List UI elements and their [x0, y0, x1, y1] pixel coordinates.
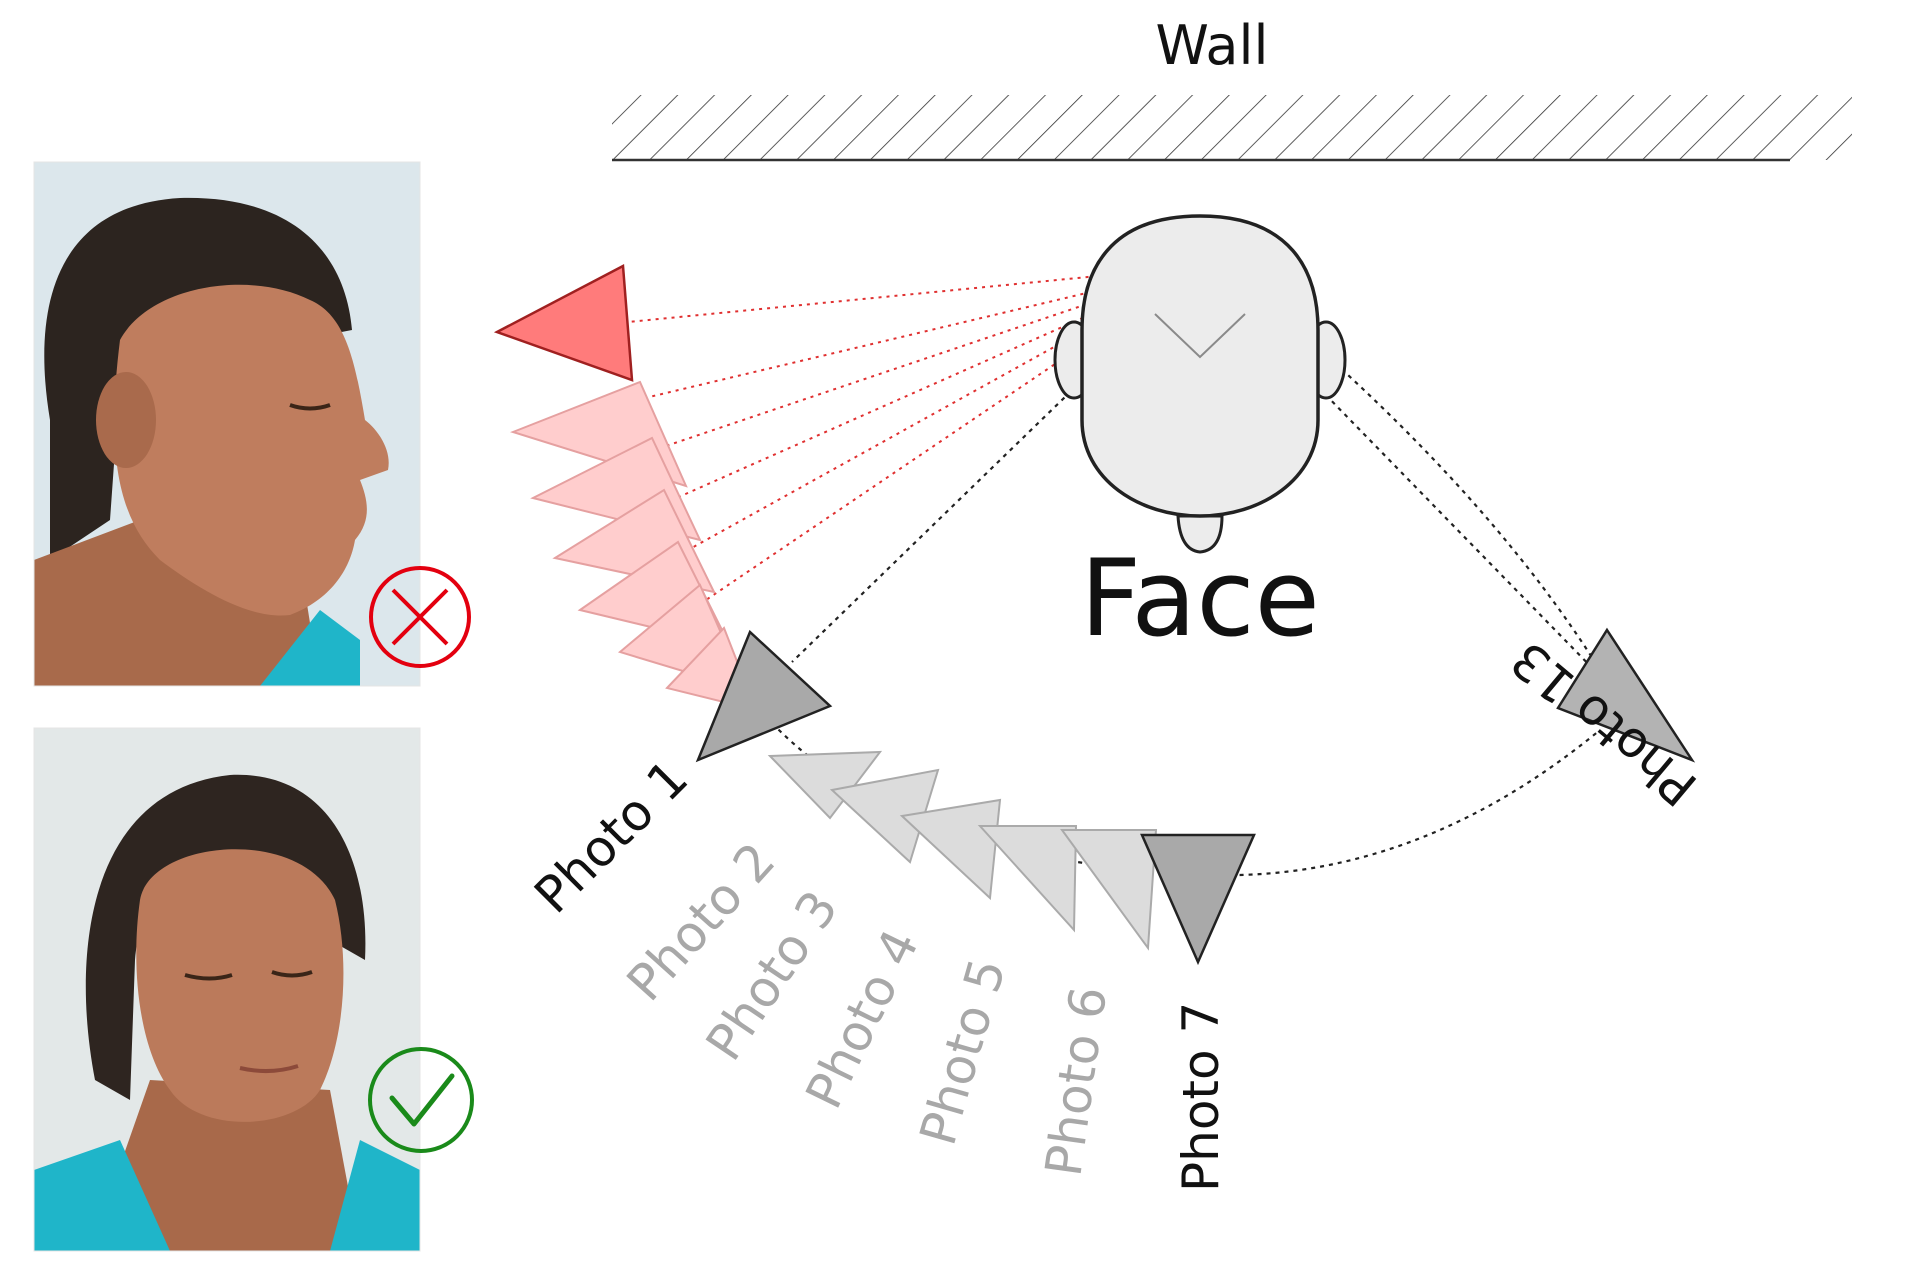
check-icon [368, 1047, 474, 1153]
head-top-view [1053, 214, 1347, 554]
red-camera [493, 264, 634, 382]
camera-photo-1 [695, 629, 833, 763]
camera-photo-7 [1140, 833, 1256, 966]
right-camera-arc [1314, 344, 1601, 671]
incorrect-camera-positions [509, 380, 758, 712]
incorrect-example-photo [34, 162, 420, 686]
wall-label: Wall [1155, 14, 1268, 77]
black-sight-lines [791, 265, 1601, 677]
photo-5-label: Photo 5 [909, 952, 1017, 1151]
photo-6-label: Photo 6 [1034, 983, 1118, 1180]
photo-7-label: Photo 7 [1172, 1002, 1230, 1192]
correct-example-photo [34, 728, 420, 1251]
face-label: Face [1080, 537, 1320, 660]
cross-icon [369, 566, 471, 668]
camera-photo-13 [1556, 627, 1696, 763]
camera-photo-5 [977, 825, 1078, 933]
intermediate-cameras [767, 750, 1158, 951]
camera-photo-6 [1060, 829, 1158, 951]
camera-path-arc [759, 709, 1601, 877]
camera-photo-4 [899, 798, 1002, 901]
wall-symbol [540, 95, 1852, 162]
photo-1-label: Photo 1 [523, 749, 699, 925]
